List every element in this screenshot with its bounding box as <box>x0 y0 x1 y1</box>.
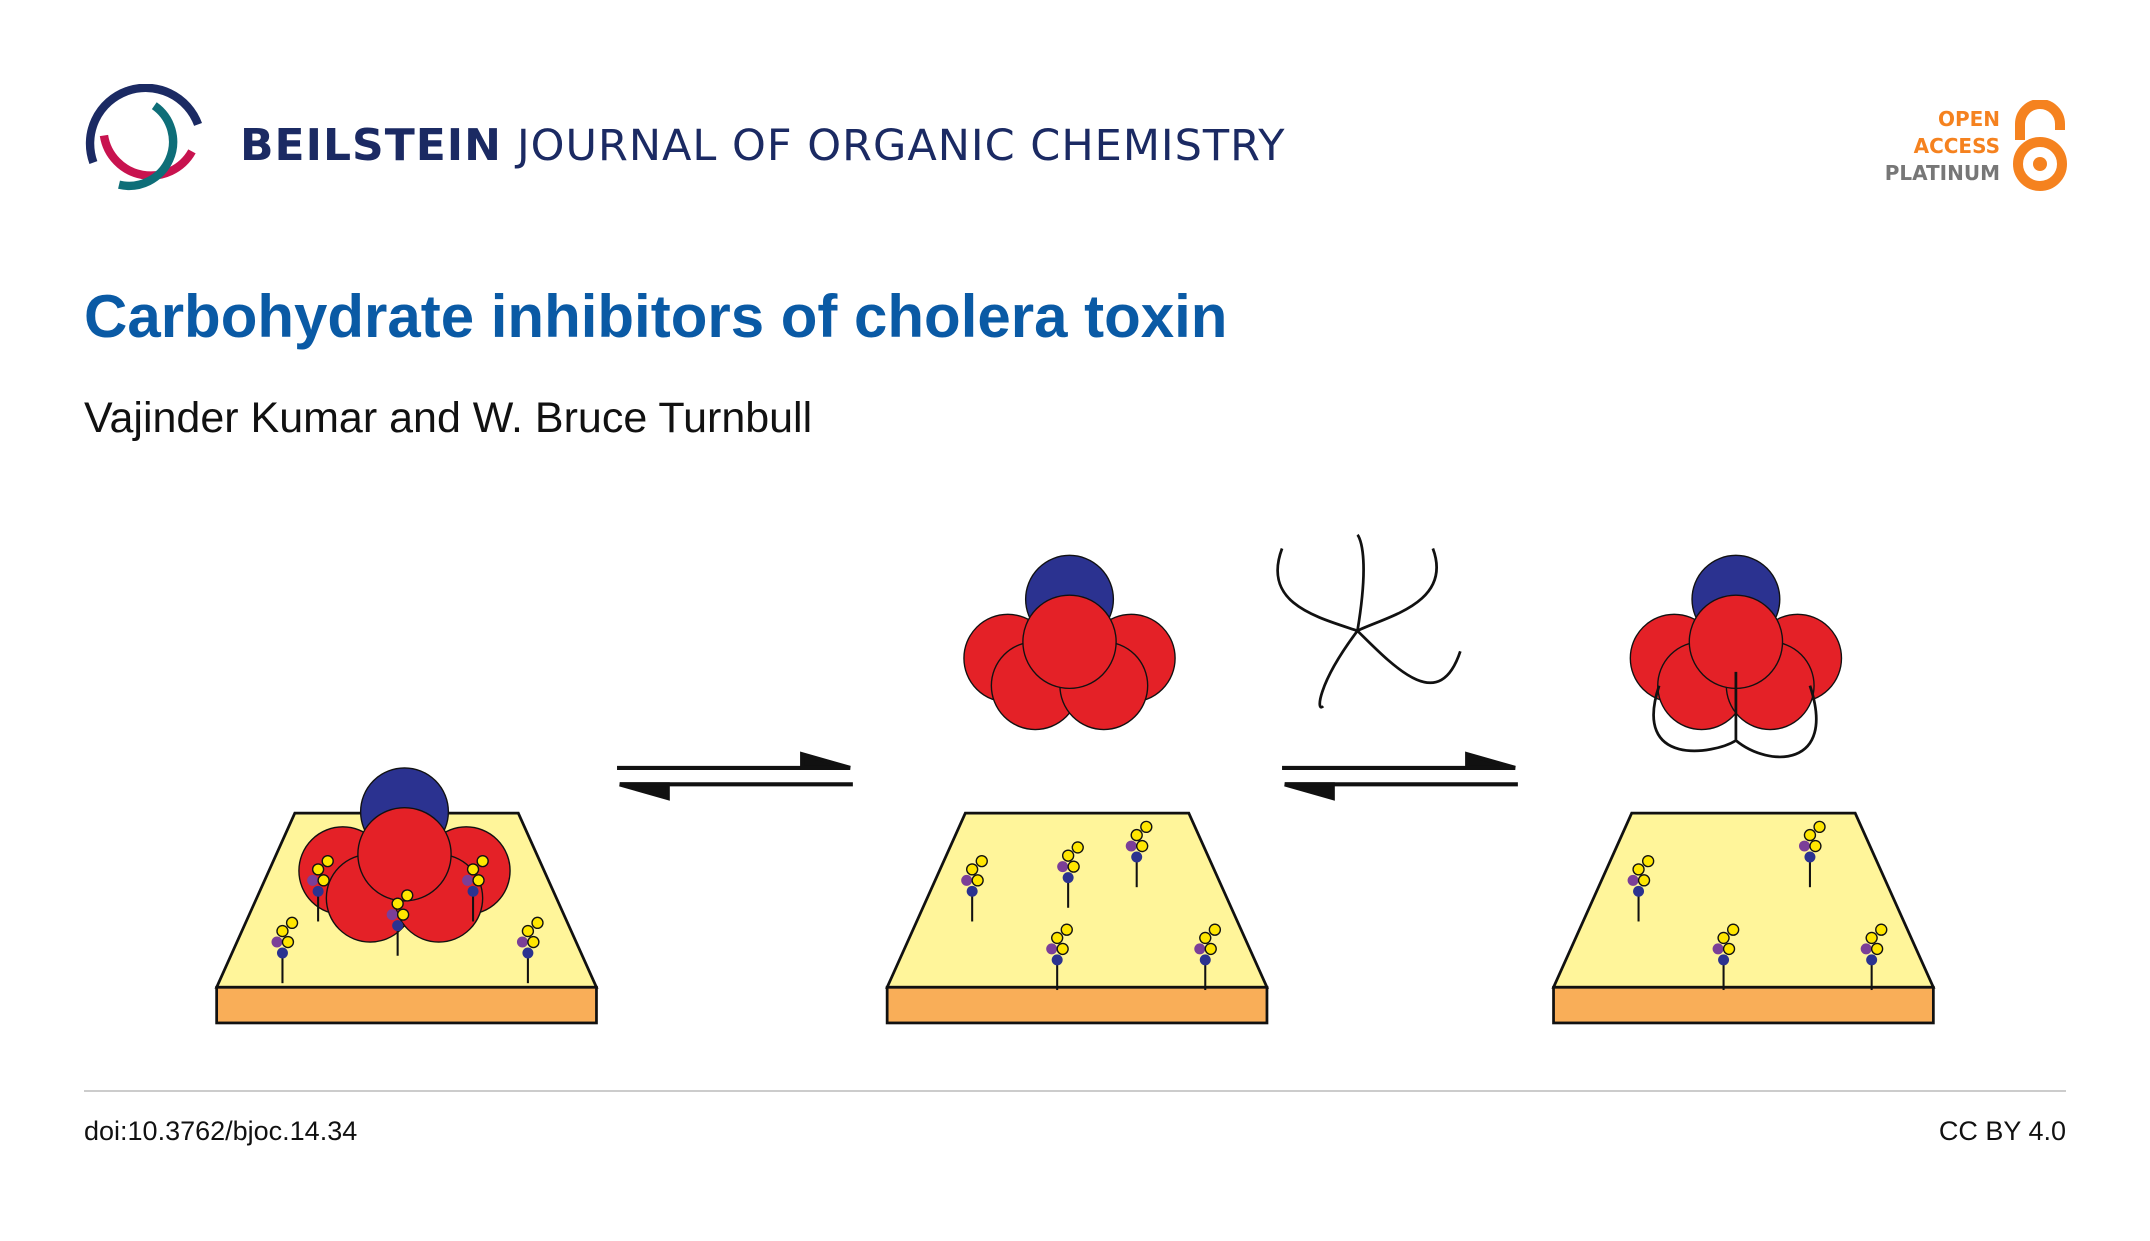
bound-state <box>215 767 598 1025</box>
open-access-badge: OPEN ACCESS PLATINUM <box>1885 106 2000 187</box>
open-lock-icon <box>2013 100 2067 191</box>
footer-divider <box>84 1090 2066 1092</box>
journal-name: BEILSTEIN JOURNAL OF ORGANIC CHEMISTRY <box>240 120 1286 171</box>
free-state <box>885 811 1269 1025</box>
journal-name-rest: JOURNAL OF ORGANIC CHEMISTRY <box>516 121 1286 171</box>
equilibrium-arrows-1 <box>617 751 853 801</box>
multivalent-inhibitor <box>1276 533 1462 709</box>
doi-link[interactable]: doi:10.3762/bjoc.14.34 <box>84 1116 358 1146</box>
article-authors: Vajinder Kumar and W. Bruce Turnbull <box>84 394 813 442</box>
journal-name-bold: BEILSTEIN <box>240 120 502 171</box>
open-access-line-1: OPEN <box>1937 107 2000 131</box>
open-access-line-2: ACCESS <box>1913 134 2000 158</box>
beilstein-logo <box>85 84 203 191</box>
license-label: CC BY 4.0 <box>1938 1116 2066 1146</box>
open-access-line-3: PLATINUM <box>1884 161 2000 185</box>
article-title: Carbohydrate inhibitors of cholera toxin <box>84 283 1228 350</box>
equilibrium-arrows-2 <box>1282 751 1518 801</box>
inhibited-state <box>1552 811 1935 1025</box>
